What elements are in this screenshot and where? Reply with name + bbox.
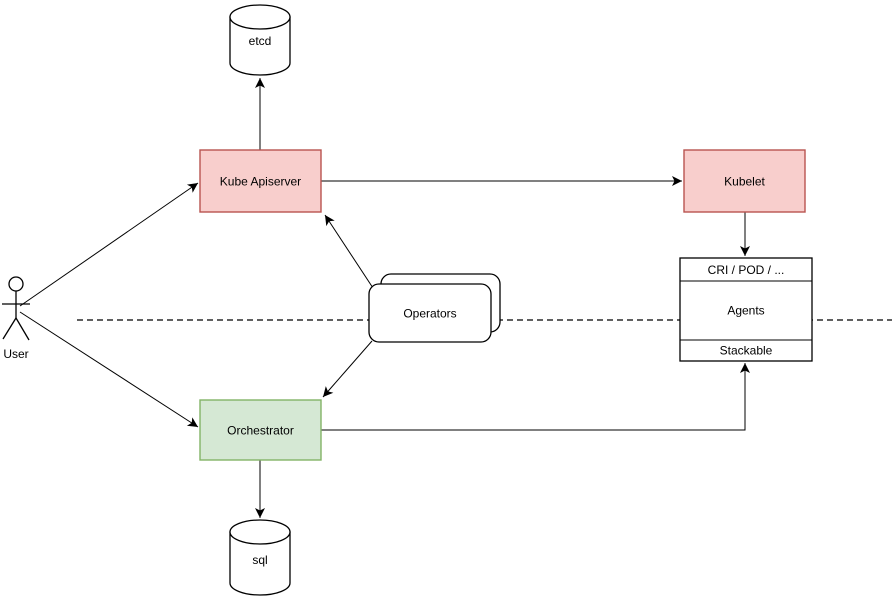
orchestrator-box (199, 399, 322, 461)
agents-stack-header-label: CRI / POD / ... (708, 263, 785, 277)
sql-cylinder-body (229, 531, 291, 596)
operators-front-card (368, 283, 492, 343)
edge-orchestrator-to-stackable (321, 363, 750, 431)
operators-label: Operators (403, 307, 456, 321)
edge-user-to-kube-apiserver (19, 182, 199, 307)
kubelet-box (683, 149, 806, 213)
node-kube-apiserver[interactable]: Kube Apiserver (199, 149, 322, 213)
edge-operators-to-kube-apiserver (324, 214, 374, 289)
sql-cylinder-top (229, 519, 291, 545)
kube-apiserver-label: Kube Apiserver (220, 175, 301, 189)
node-user[interactable]: User (2, 276, 30, 361)
user-actor-head (8, 276, 24, 292)
node-agents-stack[interactable]: CRI / POD / ... Agents Stackable (679, 257, 813, 362)
user-actor-right-leg (15, 317, 30, 341)
agents-stack-footer-label: Stackable (720, 344, 773, 358)
agents-stack-box (679, 257, 813, 362)
etcd-label: etcd (249, 34, 272, 48)
node-etcd[interactable]: etcd (229, 4, 291, 76)
node-operators[interactable]: Operators (368, 273, 501, 343)
etcd-cylinder-top (229, 4, 291, 30)
orchestrator-label: Orchestrator (227, 424, 294, 438)
node-sql[interactable]: sql (229, 519, 291, 596)
node-kubelet[interactable]: Kubelet (683, 149, 806, 213)
agents-stack-body-label: Agents (727, 304, 764, 318)
edge-user-to-orchestrator (19, 311, 199, 428)
sql-label: sql (252, 553, 267, 567)
kube-apiserver-box (199, 149, 322, 213)
etcd-cylinder-body (229, 16, 291, 76)
edge-operators-to-orchestrator (322, 340, 373, 398)
kubelet-label: Kubelet (724, 175, 765, 189)
user-actor-left-leg (2, 317, 17, 340)
node-orchestrator[interactable]: Orchestrator (199, 399, 322, 461)
edges (19, 78, 750, 518)
user-label: User (3, 347, 28, 361)
